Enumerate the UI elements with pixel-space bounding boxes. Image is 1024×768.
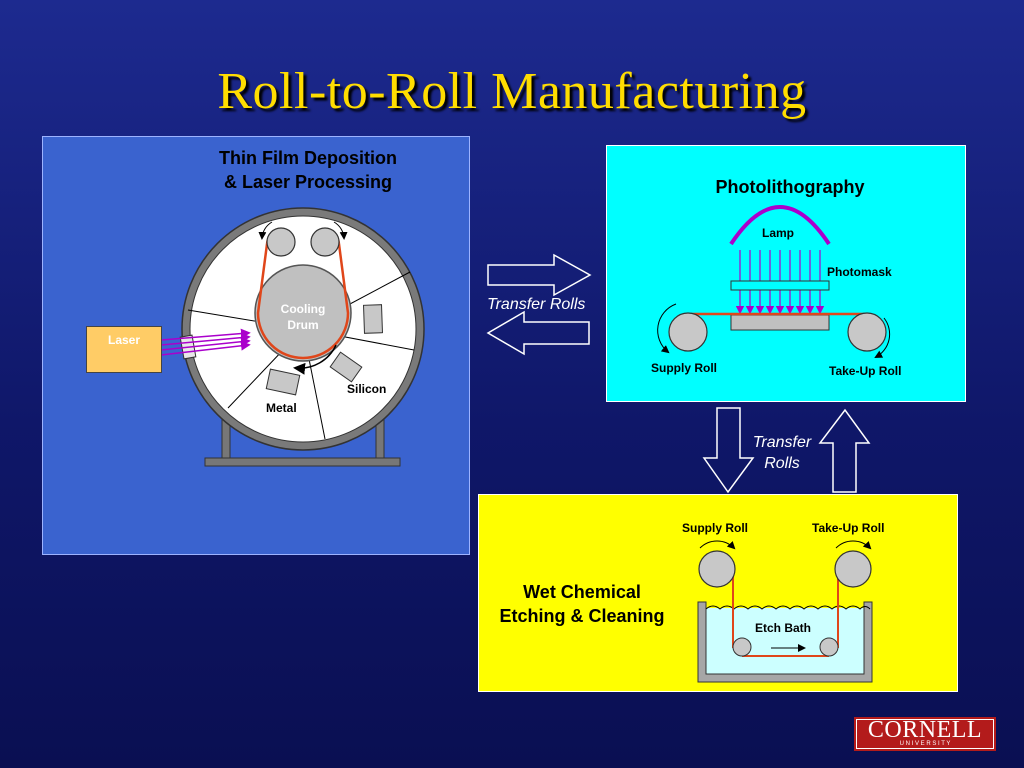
etching-heading-line2: Etching & Cleaning [499, 606, 665, 626]
laser-label: Laser [107, 333, 141, 347]
transfer-arrows-horizontal [486, 253, 592, 356]
etching-heading-line1: Wet Chemical [523, 582, 641, 602]
transfer-rolls-vertical-line1: Transfer [752, 434, 812, 451]
deposition-chamber [160, 207, 425, 467]
etching-apparatus [697, 540, 873, 683]
cornell-logo: CORNELL U N I V E R S I T Y [854, 717, 996, 751]
photo-take-up-roll-label: Take-Up Roll [829, 364, 902, 378]
transfer-rolls-vertical-line2: Rolls [764, 455, 800, 472]
lamp-label: Lamp [762, 226, 795, 240]
photolithography-apparatus [657, 205, 891, 358]
deposition-heading-line2: & Laser Processing [223, 172, 393, 192]
etch-supply-roll-label: Supply Roll [682, 521, 748, 535]
silicon-label: Silicon [347, 382, 387, 396]
transfer-rolls-horizontal-label: Transfer Rolls [487, 296, 586, 313]
etch-bath-label: Etch Bath [755, 621, 812, 635]
cooling-drum-label-line1: Cooling [280, 302, 326, 316]
metal-label: Metal [266, 401, 297, 415]
transfer-arrows-vertical [702, 407, 871, 494]
etch-take-up-roll-label: Take-Up Roll [812, 521, 885, 535]
laser-source: Laser [86, 326, 162, 373]
photolithography-panel [606, 145, 966, 402]
cooling-drum-label-line2: Drum [287, 318, 319, 332]
slide-title: Roll-to-Roll Manufacturing [217, 63, 807, 120]
cornell-logo-subtext: U N I V E R S I T Y [899, 741, 951, 747]
photolithography-heading: Photolithography [715, 177, 865, 197]
photomask-label: Photomask [827, 265, 892, 279]
photo-supply-roll-label: Supply Roll [651, 361, 717, 375]
cornell-logo-text: CORNELL [867, 717, 983, 743]
deposition-heading-line1: Thin Film Deposition [219, 148, 397, 168]
